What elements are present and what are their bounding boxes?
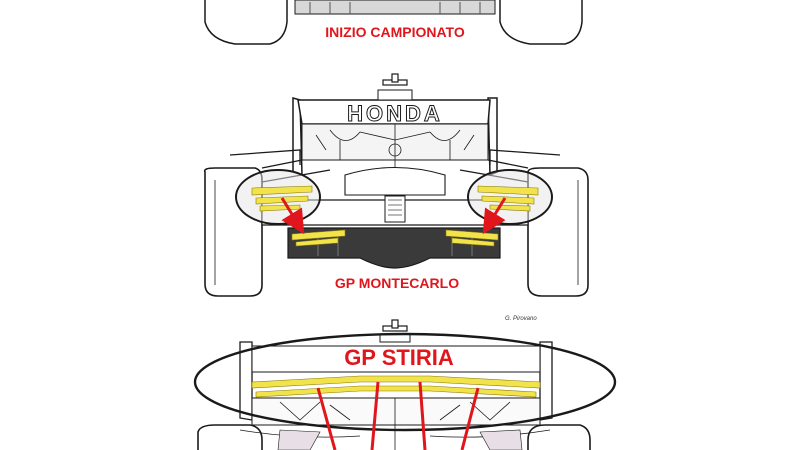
right-rear-tyre (499, 0, 583, 45)
car-styria-view: GP STIRIA (193, 319, 617, 450)
caption-gp-stiria: GP STIRIA (344, 345, 454, 370)
diffuser-lower (287, 227, 501, 269)
author-credit: G. Pirovano (505, 316, 537, 322)
diffuser-strakes-highlight (291, 229, 499, 247)
diffuser (294, 0, 496, 15)
caption-inizio-campionato: INIZIO CAMPIONATO (325, 24, 465, 40)
car-top-view-start: INIZIO CAMPIONATO (204, 0, 583, 45)
highlight-ellipse (193, 332, 617, 432)
left-rear-tyre (204, 0, 288, 45)
arrow-lines (316, 381, 480, 450)
wing-brand-text: HONDA (347, 101, 443, 126)
right-rear-tyre (527, 424, 591, 450)
rear-wing-mainplane (251, 345, 541, 373)
rain-light (384, 195, 406, 223)
left-rear-tyre (197, 424, 263, 450)
car-monaco-view: HONDA (203, 73, 589, 297)
arrow-left (280, 197, 305, 235)
arrow-right (482, 197, 507, 235)
gearbox-details (315, 124, 475, 175)
beam-wing-highlight (251, 375, 541, 398)
caption-gp-montecarlo: GP MONTECARLO (335, 275, 459, 291)
